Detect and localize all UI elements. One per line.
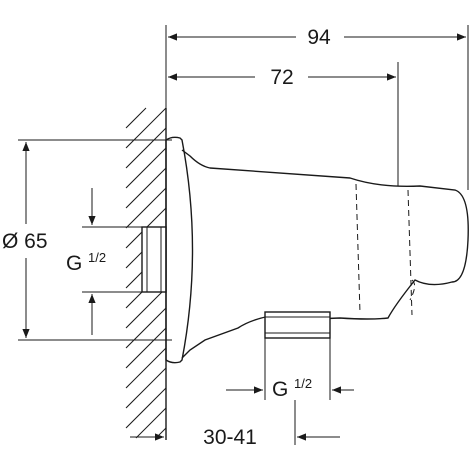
dimension-wall-range: 30-41 <box>130 400 340 449</box>
dimension-72: 72 <box>168 62 399 186</box>
outlet-thread-fraction: 1/2 <box>294 376 312 391</box>
dimension-94: 94 <box>165 25 469 190</box>
wall-range-label: 30-41 <box>203 426 257 449</box>
dimension-inlet-thread: G 1/2 <box>66 188 142 335</box>
dimension-diameter: Ø 65 <box>2 139 172 341</box>
inlet-thread-prefix: G <box>66 252 82 275</box>
wall-flange <box>165 136 194 364</box>
inlet-thread-fraction: 1/2 <box>88 250 106 265</box>
outlet-thread-prefix: G <box>272 378 288 401</box>
body-length-label: 72 <box>270 66 293 89</box>
inlet-pipe <box>141 226 167 293</box>
flange-diameter-label: Ø 65 <box>2 230 48 253</box>
overall-length-label: 94 <box>307 26 331 49</box>
dimension-outlet-thread: G 1/2 <box>226 338 354 401</box>
outlet-connector <box>264 311 331 339</box>
wall-hatching <box>125 107 167 440</box>
